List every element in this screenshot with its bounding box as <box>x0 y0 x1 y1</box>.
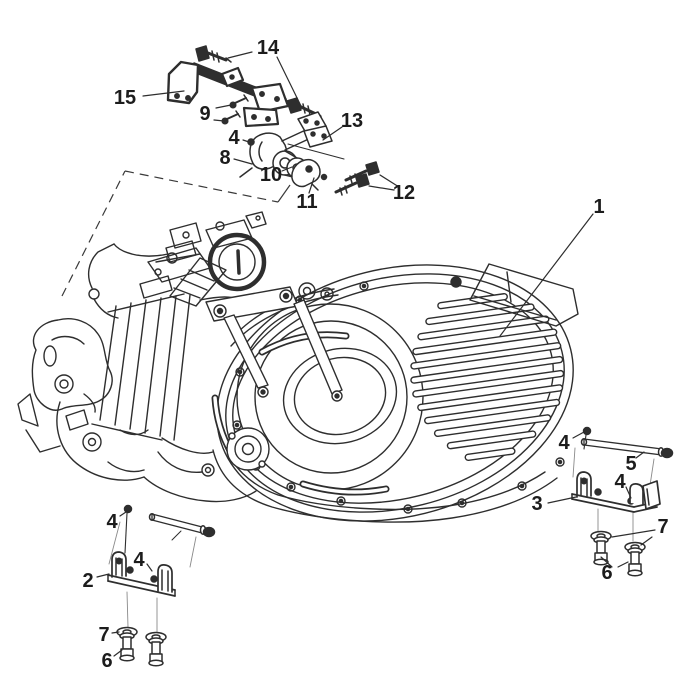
bolt-6-left <box>119 636 164 667</box>
engine-assembly <box>17 211 579 523</box>
bracket-3 <box>571 471 661 513</box>
callout-9: 9 <box>199 103 210 125</box>
bolts-12 <box>334 161 380 196</box>
callout-15: 15 <box>114 87 136 109</box>
callout-10: 10 <box>260 164 282 186</box>
rod-5 <box>580 438 674 459</box>
pin-4-left-top <box>123 504 133 554</box>
hoses <box>87 243 169 319</box>
bolt-14a <box>195 45 232 63</box>
callout-12: 12 <box>393 182 415 204</box>
guide-lines-left <box>108 521 197 633</box>
bolt-14b <box>286 97 322 120</box>
callout-11: 11 <box>296 191 317 213</box>
callout-5: 5 <box>625 453 636 475</box>
callout-4c: 4 <box>614 471 626 493</box>
throttle-body <box>165 211 267 292</box>
callout-7a: 7 <box>98 624 109 646</box>
callout-4b: 4 <box>558 432 570 454</box>
callout-labels: 14 15 9 4 8 13 10 11 12 1 4 5 3 4 7 6 4 … <box>82 37 668 672</box>
water-pump <box>226 427 270 471</box>
callout-leader-lines <box>96 51 656 657</box>
cvt-cover <box>211 264 574 522</box>
callout-8: 8 <box>219 147 230 169</box>
cvt-cover-duct <box>450 263 579 327</box>
dashed-alignment-lines <box>61 170 291 297</box>
callout-3: 3 <box>531 493 542 515</box>
callout-2: 2 <box>82 570 93 592</box>
callout-13: 13 <box>341 110 363 132</box>
engine-hanger-frame <box>205 286 343 402</box>
callout-14: 14 <box>257 37 280 59</box>
bracket-2 <box>107 551 176 597</box>
rod-left <box>148 513 216 541</box>
callout-1: 1 <box>593 196 604 218</box>
callout-6b: 6 <box>601 562 612 584</box>
screws-9 <box>221 94 249 125</box>
link-bracket-13 <box>281 111 345 160</box>
cvt-cover-slats <box>410 293 565 461</box>
callout-7b: 7 <box>657 516 668 538</box>
engine-left-block <box>17 393 257 503</box>
valve-cover <box>31 318 113 413</box>
cylinder-fins <box>91 293 241 454</box>
callout-4e: 4 <box>133 549 145 571</box>
callout-4a: 4 <box>228 127 240 149</box>
mount-plate-11 <box>291 158 328 191</box>
intake-tube <box>169 257 227 307</box>
guide-lines-right <box>572 447 655 542</box>
mount-bracket-top <box>166 60 290 128</box>
callout-6a: 6 <box>101 650 112 672</box>
pin-4-right-in-bracket <box>594 488 602 496</box>
callout-4d: 4 <box>106 511 118 533</box>
pin-4-left-in-bracket <box>126 566 134 574</box>
